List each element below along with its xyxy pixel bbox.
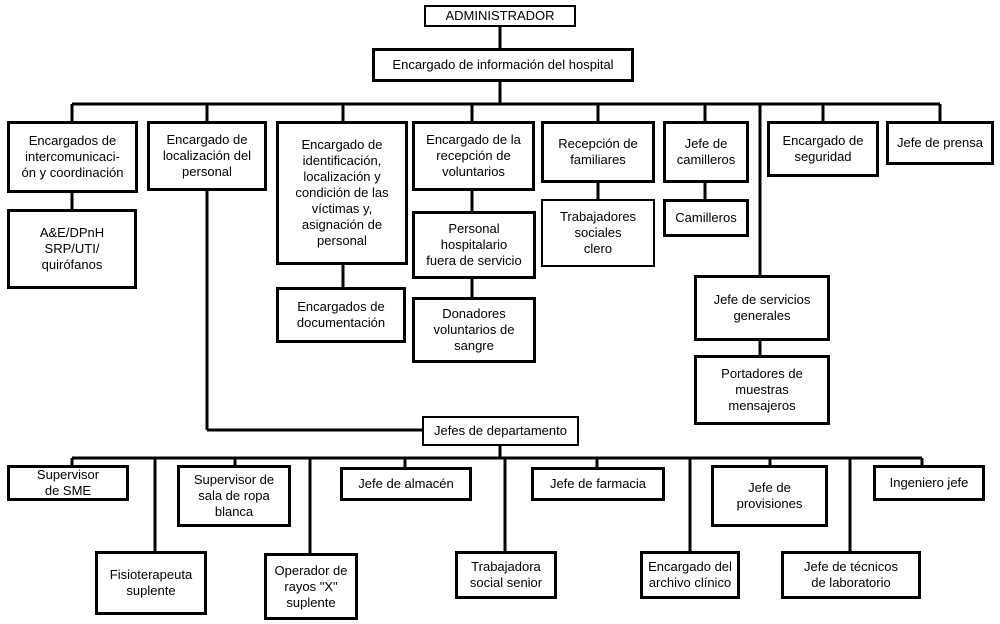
- trabajadora-box: Trabajadora social senior: [455, 551, 557, 599]
- personal-fuera-box: Personal hospitalario fuera de servicio: [412, 211, 536, 279]
- rayos-box: Operador de rayos "X" suplente: [264, 553, 358, 620]
- identificacion-box: Encargado de identificación, localizació…: [276, 121, 408, 265]
- farmacia-box: Jefe de farmacia: [531, 467, 665, 501]
- intercom-box: Encargados de intercomunicaci- ón y coor…: [7, 121, 138, 193]
- donadores-box: Donadores voluntarios de sangre: [412, 297, 536, 363]
- voluntarios-box: Encargado de la recepción de voluntarios: [412, 121, 535, 191]
- info-head-box: Encargado de información del hospital: [372, 48, 634, 82]
- seguridad-box: Encargado de seguridad: [767, 121, 879, 177]
- jefe-camilleros-box: Jefe de camilleros: [663, 121, 749, 183]
- localizacion-box: Encargado de localización del personal: [147, 121, 267, 191]
- laboratorio-box: Jefe de técnicos de laboratorio: [781, 551, 921, 599]
- servicios-generales-box: Jefe de servicios generales: [694, 275, 830, 341]
- sme-box: Supervisor de SME: [7, 465, 129, 501]
- documentacion-box: Encargados de documentación: [276, 287, 406, 343]
- ingeniero-box: Ingeniero jefe: [873, 465, 985, 501]
- portadores-box: Portadores de muestras mensajeros: [694, 355, 830, 425]
- familiares-box: Recepción de familiares: [541, 121, 655, 183]
- archivo-box: Encargado del archivo clínico: [640, 551, 740, 599]
- provisiones-box: Jefe de provisiones: [711, 465, 828, 527]
- ae-box: A&E/DPnH SRP/UTI/ quirófanos: [7, 209, 137, 289]
- administrador-box: ADMINISTRADOR: [424, 5, 576, 27]
- camilleros-box: Camilleros: [663, 199, 749, 237]
- trabajadores-box: Trabajadores sociales clero: [541, 199, 655, 267]
- almacen-box: Jefe de almacén: [340, 467, 472, 501]
- prensa-box: Jefe de prensa: [886, 121, 994, 165]
- fisioterapeuta-box: Fisioterapeuta suplente: [95, 551, 207, 615]
- jefes-departamento-box: Jefes de departamento: [422, 416, 579, 446]
- ropa-box: Supervisor de sala de ropa blanca: [177, 465, 291, 527]
